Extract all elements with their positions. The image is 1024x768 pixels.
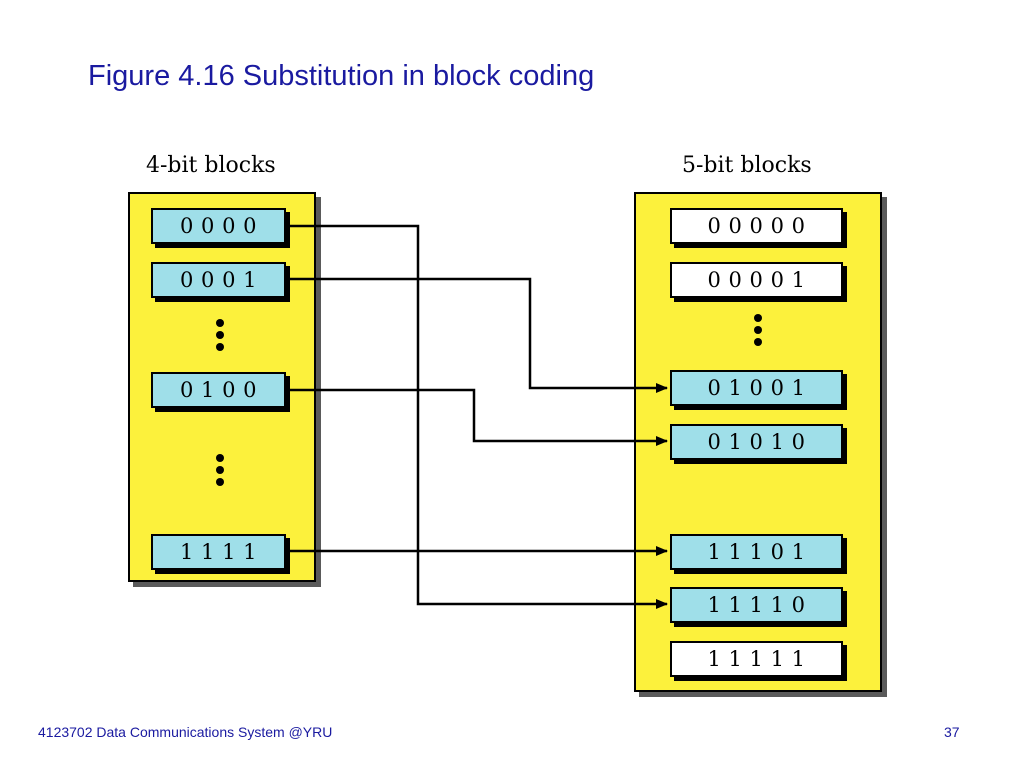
five-bit-block-01010: 0 1 0 1 0 [670, 424, 843, 460]
ellipsis-dots [216, 319, 226, 355]
five-bit-block-11110: 1 1 1 1 0 [670, 587, 843, 623]
five-bit-block-01001: 0 1 0 0 1 [670, 370, 843, 406]
five-bit-block-00001: 0 0 0 0 1 [670, 262, 843, 298]
five-bit-block-11101: 1 1 1 0 1 [670, 534, 843, 570]
four-bit-block-0000: 0 0 0 0 [151, 208, 286, 244]
four-bit-block-0001: 0 0 0 1 [151, 262, 286, 298]
five-bit-block-11111: 1 1 1 1 1 [670, 641, 843, 677]
right-column-header: 5-bit blocks [682, 153, 812, 178]
five-bit-block-00000: 0 0 0 0 0 [670, 208, 843, 244]
ellipsis-dots [216, 454, 226, 490]
arrow-0000-to-11110 [288, 224, 668, 609]
page-number: 37 [944, 724, 960, 740]
ellipsis-dots [754, 314, 764, 350]
footer-course-label: 4123702 Data Communications System @YRU [38, 724, 333, 740]
slide-title: Figure 4.16 Substitution in block coding [88, 60, 595, 92]
left-column-header: 4-bit blocks [146, 153, 276, 178]
arrow-0001-to-01001 [288, 277, 668, 393]
arrow-0100-to-01010 [288, 388, 668, 446]
four-bit-block-0100: 0 1 0 0 [151, 372, 286, 408]
four-bit-block-1111: 1 1 1 1 [151, 534, 286, 570]
